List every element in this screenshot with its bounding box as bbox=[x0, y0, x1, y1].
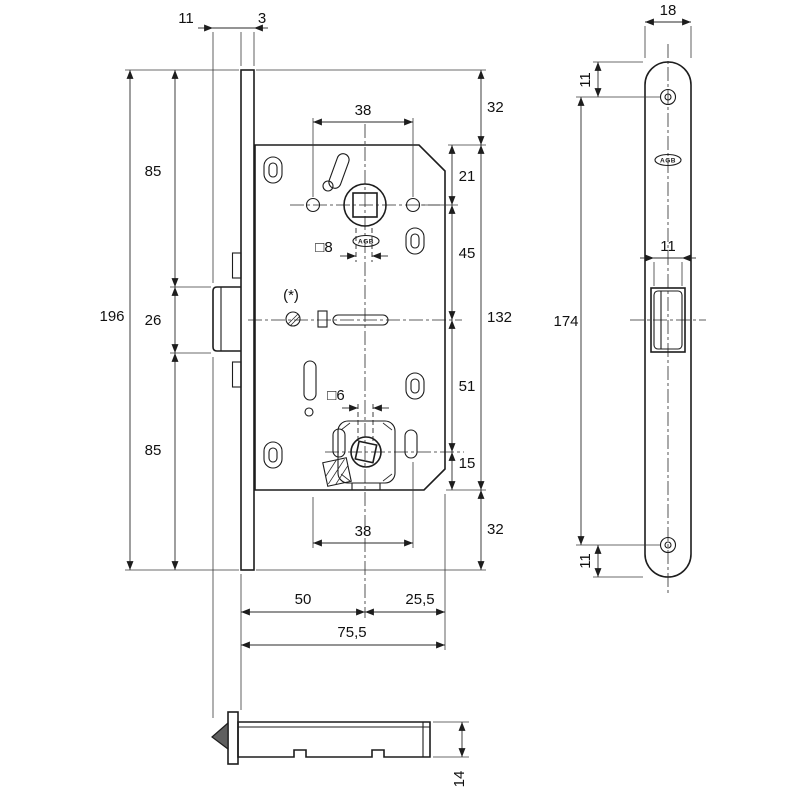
wc-oval-right bbox=[404, 429, 418, 459]
small-hole bbox=[304, 407, 314, 417]
dim-faceplate-width: 18 bbox=[660, 2, 677, 19]
dim-wc-to-case-bottom: 15 bbox=[459, 455, 476, 472]
mounting-post-left-lower bbox=[263, 441, 283, 469]
latch-bolt-side bbox=[212, 286, 241, 352]
dim-latch-height: 26 bbox=[145, 312, 162, 329]
dim-margin-bottom: 32 bbox=[487, 521, 504, 538]
dim-hole-spacing: 174 bbox=[553, 313, 578, 330]
strike-view: 14 bbox=[211, 711, 469, 788]
strike-box bbox=[237, 721, 431, 758]
brand-logo-case: AGB bbox=[358, 239, 374, 246]
center-block bbox=[317, 310, 328, 328]
dim-plate-thickness: 3 bbox=[258, 10, 266, 27]
dim-total-depth: 75,5 bbox=[337, 624, 366, 641]
faceplate-edge bbox=[240, 69, 255, 571]
spindle-follower-square bbox=[352, 192, 378, 218]
dim-hole-offset-top: 11 bbox=[577, 72, 594, 88]
spring-slot bbox=[322, 153, 350, 192]
brand-oval-case bbox=[352, 234, 380, 248]
side-view: □8 AGB (*) □6 bbox=[212, 69, 464, 618]
dim-case-height: 132 bbox=[487, 309, 512, 326]
dim-spindle-span-bottom: 38 bbox=[355, 523, 372, 540]
dim-total-height: 196 bbox=[99, 308, 124, 325]
dim-spindle-square: □8 bbox=[315, 239, 332, 256]
lower-vertical-slot bbox=[303, 360, 317, 401]
mounting-post-top-left bbox=[263, 156, 283, 184]
wc-follower bbox=[332, 420, 418, 490]
dim-latch-width: 11 bbox=[660, 238, 676, 255]
dim-behind-spindle: 25,5 bbox=[405, 591, 434, 608]
latch-clip-top bbox=[231, 252, 242, 279]
magnet-adjust-screw bbox=[285, 311, 301, 327]
mounting-post-right-upper bbox=[405, 227, 425, 255]
latch-bolt-front bbox=[653, 290, 683, 350]
screw-hole-top bbox=[659, 88, 677, 106]
faceplate-view: AGB 18 11 11 174 11 bbox=[553, 2, 706, 596]
dim-spindle-span-top: 38 bbox=[355, 102, 372, 119]
screw-hole-bottom bbox=[659, 536, 677, 554]
strike-flange bbox=[227, 711, 239, 765]
brand-oval-faceplate bbox=[654, 153, 682, 167]
handle-screw-hole-right bbox=[405, 197, 421, 213]
dim-strike-height: 14 bbox=[451, 771, 468, 788]
latch-clip-bottom bbox=[231, 361, 242, 388]
dim-upper-section: 85 bbox=[145, 163, 162, 180]
dim-axis-to-wc: 51 bbox=[459, 378, 476, 395]
side-dimensions: 11 3 85 26 85 196 38 21 45 51 15 bbox=[99, 10, 512, 718]
brand-logo-faceplate: AGB bbox=[660, 158, 676, 165]
dim-margin-top: 32 bbox=[487, 99, 504, 116]
center-slot bbox=[332, 314, 389, 326]
latch-tip-wedge bbox=[211, 721, 229, 751]
hatched-detail bbox=[322, 457, 352, 487]
dim-backset: 50 bbox=[295, 591, 312, 608]
dim-spindle-to-axis: 45 bbox=[459, 245, 476, 262]
dim-wc-square: □6 bbox=[327, 387, 344, 404]
handle-screw-hole-left bbox=[305, 197, 321, 213]
latch-opening-front bbox=[650, 287, 686, 353]
dim-case-to-spindle: 21 bbox=[459, 168, 476, 185]
lock-case-outline bbox=[254, 144, 446, 491]
mounting-post-right-lower bbox=[405, 372, 425, 400]
dim-latch-protrusion: 11 bbox=[178, 10, 194, 27]
spindle-follower-circle bbox=[343, 183, 387, 227]
faceplate-front bbox=[644, 61, 692, 578]
dim-lower-section: 85 bbox=[145, 442, 162, 459]
wc-oval-left bbox=[332, 428, 346, 458]
note-star: (*) bbox=[283, 287, 299, 304]
dim-hole-offset-bottom: 11 bbox=[577, 553, 594, 569]
